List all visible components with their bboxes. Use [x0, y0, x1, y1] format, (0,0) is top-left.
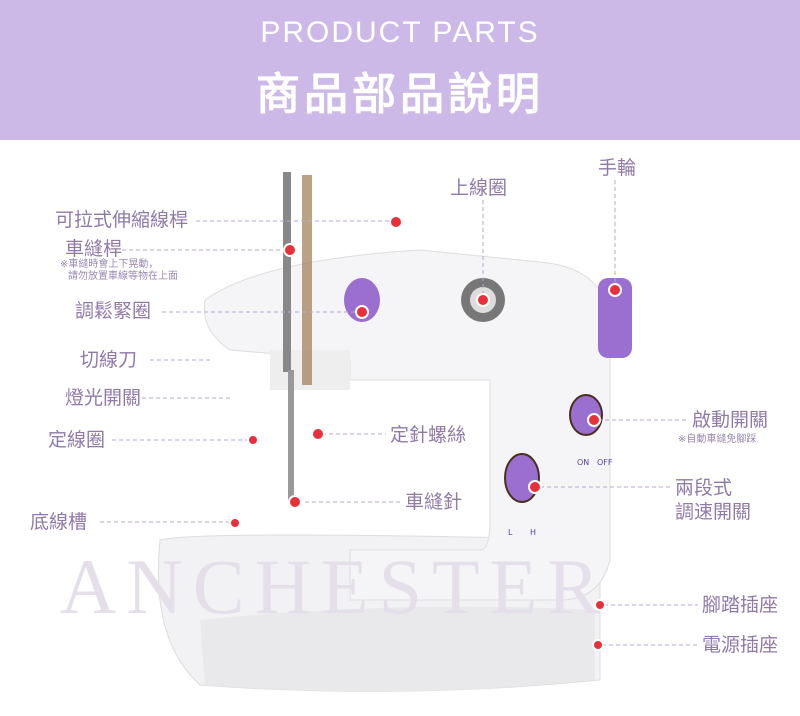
label-power-switch: 啟動開關: [692, 409, 769, 431]
header-banner: PRODUCT PARTS 商品部品說明: [0, 0, 800, 140]
label-telescopic-rod: 可拉式伸縮線桿: [55, 209, 189, 231]
needle-bar-note-1: ※車縫時會上下晃動，: [60, 259, 159, 270]
handwheel: [598, 278, 632, 358]
title-zh: 商品部品說明: [256, 69, 544, 120]
label-power-socket: 電源插座: [702, 634, 779, 656]
label-pedal-socket: 腳踏插座: [702, 594, 779, 616]
label-light-switch: 燈光開關: [65, 387, 142, 409]
label-bobbin-slot: 底線槽: [30, 511, 88, 533]
telescopic-rod: [283, 172, 291, 372]
needle-bar-note-2: 請勿放置車線等物在上面: [68, 271, 178, 282]
label-spool-pin: 上線圈: [450, 177, 508, 199]
label-thread-cutter: 切線刀: [80, 349, 138, 371]
label-tension-dial: 調鬆緊圈: [75, 300, 152, 322]
needle-shaft: [288, 370, 294, 500]
power-switch-note: ※自動車縫免腳踩: [678, 434, 757, 445]
low-mark: L: [508, 528, 513, 537]
label-needle-bar: 車縫桿: [65, 238, 123, 260]
speed-knob: [504, 453, 540, 503]
label-needle: 車縫針: [405, 491, 463, 513]
marker-dots: [229, 215, 622, 651]
label-needle-screw: 定針螺絲: [390, 424, 467, 446]
label-speed-switch-2: 調速開關: [675, 501, 752, 523]
title-en: PRODUCT PARTS: [260, 16, 540, 49]
watermark: ANCHESTER: [60, 543, 610, 630]
high-mark: H: [530, 528, 536, 537]
leader-lines: [100, 180, 698, 646]
on-mark: ON: [577, 458, 589, 467]
label-handwheel: 手輪: [598, 157, 637, 179]
label-thread-guide: 定線圈: [48, 429, 106, 451]
label-speed-switch-1: 兩段式: [675, 477, 733, 499]
tension-dial: [344, 278, 380, 322]
off-mark: OFF: [597, 458, 613, 467]
